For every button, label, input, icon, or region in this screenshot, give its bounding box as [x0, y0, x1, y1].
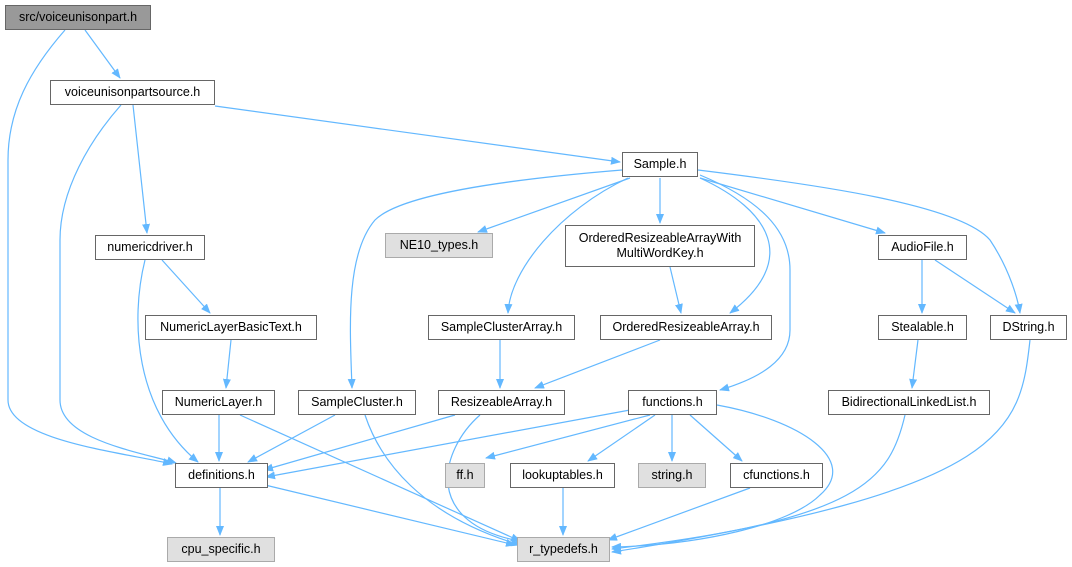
node-label: NE10_types.h [399, 238, 479, 252]
node-stealable[interactable]: Stealable.h [878, 315, 967, 340]
node-label: definitions.h [188, 468, 255, 482]
edge [7, 29, 173, 466]
edge [485, 414, 651, 460]
node-definitions[interactable]: definitions.h [175, 463, 268, 488]
node-label: string.h [651, 468, 693, 482]
edge [689, 414, 743, 462]
node-label: src/voiceunisonpart.h [18, 10, 138, 24]
node-audiofile[interactable]: AudioFile.h [878, 235, 967, 260]
edge [347, 169, 623, 389]
edge [669, 266, 683, 314]
edge [364, 414, 521, 547]
edge [587, 414, 656, 462]
node-numericlayer[interactable]: NumericLayer.h [162, 390, 275, 415]
edge [934, 259, 1016, 314]
node-sample[interactable]: Sample.h [622, 152, 698, 177]
node-label-line1: OrderedResizeableArrayWith [578, 231, 742, 245]
node-label: BidirectionalLinkedList.h [841, 395, 977, 409]
node-label: cpu_specific.h [181, 542, 261, 556]
edge [84, 29, 121, 79]
edge [247, 414, 336, 463]
node-label: SampleCluster.h [311, 395, 403, 409]
edge [909, 339, 919, 389]
node-label: ResizeableArray.h [450, 395, 553, 409]
node-lookuptables[interactable]: lookuptables.h [510, 463, 615, 488]
edge [611, 339, 1031, 555]
edge [699, 177, 886, 235]
node-label: DString.h [1002, 320, 1055, 334]
node-ne10-types: NE10_types.h [385, 233, 493, 258]
edge [239, 414, 521, 542]
node-label-line2: MultiWordKey.h [616, 246, 704, 260]
edge [699, 177, 771, 314]
node-cpu-specific: cpu_specific.h [167, 537, 275, 562]
edge [214, 105, 621, 165]
node-ff: ff.h [445, 463, 485, 488]
node-label: ff.h [456, 468, 474, 482]
node-label: numericdriver.h [107, 240, 193, 254]
edge [534, 339, 661, 389]
node-functions[interactable]: functions.h [628, 390, 717, 415]
node-sampleclusterarray[interactable]: SampleClusterArray.h [428, 315, 575, 340]
node-label: voiceunisonpartsource.h [64, 85, 201, 99]
node-label: functions.h [642, 395, 703, 409]
node-bidirectionallinkedlist[interactable]: BidirectionalLinkedList.h [828, 390, 990, 415]
node-orderedresizeablearray[interactable]: OrderedResizeableArray.h [600, 315, 772, 340]
node-samplecluster[interactable]: SampleCluster.h [298, 390, 416, 415]
edge [607, 487, 751, 541]
node-label: cfunctions.h [743, 468, 810, 482]
edge [504, 177, 629, 314]
node-numericdriver[interactable]: numericdriver.h [95, 235, 205, 260]
edge [222, 339, 232, 389]
node-numericlayerbasictext[interactable]: NumericLayerBasicText.h [145, 315, 317, 340]
node-string: string.h [638, 463, 706, 488]
node-voiceunisonpartsource[interactable]: voiceunisonpartsource.h [50, 80, 215, 105]
edge [161, 259, 211, 314]
edge [699, 174, 791, 392]
node-label: r_typedefs.h [529, 542, 598, 556]
node-resizeablearray[interactable]: ResizeableArray.h [438, 390, 565, 415]
edge [263, 414, 456, 472]
edge [697, 169, 1023, 314]
edge [132, 104, 150, 234]
node-voiceunisonpart[interactable]: src/voiceunisonpart.h [5, 5, 151, 30]
edge [265, 409, 631, 480]
node-label: AudioFile.h [891, 240, 954, 254]
edge [59, 104, 177, 465]
node-label: NumericLayer.h [174, 395, 263, 409]
node-r-typedefs: r_typedefs.h [517, 537, 610, 562]
node-label: lookuptables.h [522, 468, 603, 482]
edge [611, 404, 834, 551]
edge [137, 259, 199, 463]
edge [264, 484, 516, 547]
node-label: Sample.h [633, 157, 687, 171]
node-label: SampleClusterArray.h [440, 320, 563, 334]
node-label: Stealable.h [891, 320, 954, 334]
node-dstring[interactable]: DString.h [990, 315, 1067, 340]
node-label: NumericLayerBasicText.h [160, 320, 302, 334]
edge [477, 177, 631, 233]
node-label: OrderedResizeableArray.h [612, 320, 760, 334]
node-cfunctions[interactable]: cfunctions.h [730, 463, 823, 488]
